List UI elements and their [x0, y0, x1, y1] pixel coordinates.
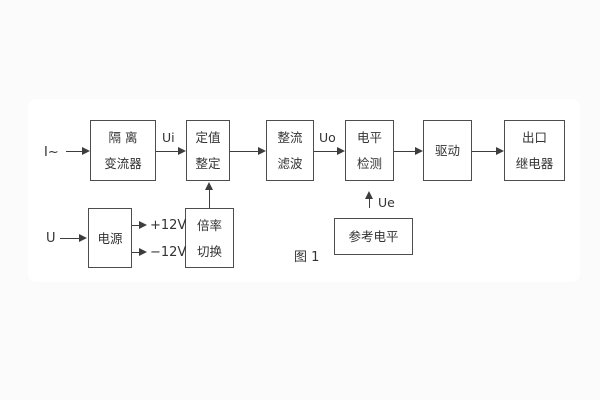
- block-label: 滤波: [277, 156, 303, 171]
- arrowhead-right-icon: [415, 147, 423, 155]
- block-label: 切换: [196, 243, 222, 259]
- arrow-line-rectifier-to-level: [314, 151, 339, 152]
- arrowhead-right-icon: [139, 248, 147, 256]
- arrow-line-reference-to-level: [369, 198, 370, 208]
- block-power-supply: 电源: [88, 208, 132, 268]
- arrow-line-setting-to-rectifier: [230, 151, 260, 152]
- block-label: 检测: [356, 156, 382, 171]
- block-label: 整流: [277, 130, 303, 145]
- block-level-detect: 电平 检测: [345, 120, 394, 181]
- block-label: 出口: [521, 130, 547, 145]
- block-label: 电平: [356, 130, 382, 145]
- signal-label-minus12v: −12V: [150, 245, 187, 260]
- arrow-line-isolation-to-setting: [156, 151, 180, 152]
- signal-label-plus12v: +12V: [150, 218, 187, 233]
- arrow-line-input-current: [66, 151, 84, 152]
- block-label: 倍率: [196, 217, 222, 233]
- block-label: 隔 离: [108, 130, 138, 145]
- arrowhead-up-icon: [205, 182, 213, 190]
- arrowhead-right-icon: [178, 147, 186, 155]
- signal-label-ui: Ui: [162, 130, 175, 145]
- arrowhead-right-icon: [258, 147, 266, 155]
- block-output-relay: 出口 继电器: [504, 120, 565, 181]
- block-label: 变流器: [104, 156, 142, 171]
- signal-label-input-voltage: U: [46, 231, 56, 246]
- block-reference-level: 参考电平: [334, 218, 413, 255]
- block-label: 整定: [195, 156, 221, 171]
- signal-label-uo: Uo: [319, 130, 336, 145]
- arrowhead-right-icon: [79, 234, 87, 242]
- block-multiplier-switch: 倍率 切换: [185, 208, 234, 268]
- signal-label-input-current: I~: [44, 145, 59, 160]
- arrow-line-plus12v: [132, 225, 141, 226]
- arrow-line-minus12v: [132, 252, 141, 253]
- signal-label-ue: Ue: [378, 195, 395, 210]
- block-rectifier-filter: 整流 滤波: [266, 120, 314, 181]
- arrow-line-drive-to-relay: [472, 151, 498, 152]
- block-drive: 驱动: [423, 120, 472, 181]
- arrow-line-input-voltage: [60, 238, 80, 239]
- arrow-line-multiplier-to-setting: [209, 190, 210, 208]
- block-isolation-transformer: 隔 离 变流器: [90, 120, 156, 181]
- block-label: 驱动: [434, 143, 460, 158]
- block-label: 电源: [97, 230, 123, 246]
- arrowhead-right-icon: [496, 147, 504, 155]
- block-label: 参考电平: [348, 229, 399, 244]
- block-setting-adjust: 定值 整定: [186, 120, 230, 181]
- arrowhead-right-icon: [139, 221, 147, 229]
- arrow-line-level-to-drive: [394, 151, 417, 152]
- arrowhead-up-icon: [365, 191, 373, 199]
- figure-caption: 图 1: [294, 250, 320, 265]
- arrowhead-right-icon: [337, 147, 345, 155]
- block-label: 定值: [195, 130, 221, 145]
- block-label: 继电器: [515, 156, 554, 171]
- arrowhead-right-icon: [82, 147, 90, 155]
